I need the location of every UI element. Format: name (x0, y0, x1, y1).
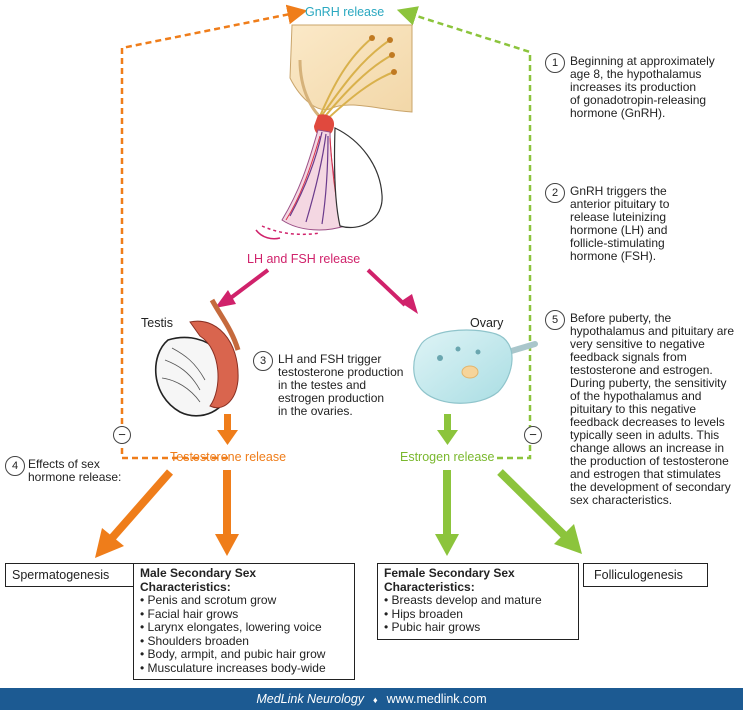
step-1-text: Beginning at approximately age 8, the hy… (570, 54, 715, 120)
list-item: Larynx elongates, lowering voice (140, 620, 348, 635)
step-2-text: GnRH triggers the anterior pituitary to … (570, 184, 670, 263)
testis-label: Testis (141, 316, 173, 330)
male-characteristics-list: Penis and scrotum grow Facial hair grows… (140, 593, 348, 676)
list-item: Shoulders broaden (140, 634, 348, 649)
male-box-title: Male Secondary Sex Characteristics: (140, 566, 257, 594)
estrogen-effect-arrows (443, 469, 568, 539)
folliculogenesis-box: Folliculogenesis (583, 563, 708, 587)
footer-url-link[interactable]: www.medlink.com (386, 692, 487, 706)
list-item: Facial hair grows (140, 607, 348, 622)
female-characteristics-box: Female Secondary Sex Characteristics: Br… (377, 563, 579, 640)
negative-feedback-minus-left: − (113, 426, 131, 444)
testosterone-effect-arrows (108, 469, 231, 541)
lh-fsh-arrows (226, 268, 407, 307)
footer-bar: MedLink Neurology ♦ www.medlink.com (0, 688, 743, 710)
footer-brand: MedLink Neurology (256, 692, 365, 706)
list-item: Body, armpit, and pubic hair grow (140, 647, 348, 662)
orange-feedback-loop (120, 4, 308, 460)
list-item: Musculature increases body-wide (140, 661, 348, 676)
step-3-text: LH and FSH trigger testosterone producti… (278, 352, 404, 418)
male-characteristics-box: Male Secondary Sex Characteristics: Peni… (133, 563, 355, 680)
estrogen-release-label: Estrogen release (400, 450, 495, 464)
endocrine-diagram (95, 4, 582, 558)
gnrh-release-label: GnRH release (305, 5, 385, 19)
female-characteristics-list: Breasts develop and mature Hips broaden … (384, 593, 572, 635)
list-item: Hips broaden (384, 607, 572, 622)
list-item: Pubic hair grows (384, 620, 572, 635)
footer-separator: ♦ (373, 695, 378, 705)
negative-feedback-minus-right: − (524, 426, 542, 444)
ovary-illustration (413, 329, 538, 404)
green-feedback-loop (396, 6, 532, 460)
ovary-label: Ovary (470, 316, 504, 330)
step-5-number: 5 (545, 310, 565, 330)
step-3-number: 3 (253, 351, 273, 371)
female-box-title: Female Secondary Sex Characteristics: (384, 566, 515, 594)
spermatogenesis-box: Spermatogenesis (5, 563, 135, 587)
lh-fsh-release-label: LH and FSH release (247, 252, 361, 266)
hypothalamus-pituitary-illustration (255, 24, 413, 240)
list-item: Penis and scrotum grow (140, 593, 348, 608)
step-4-number: 4 (5, 456, 25, 476)
step-5-text: Before puberty, the hypothalamus and pit… (570, 311, 735, 507)
step-4-text: Effects of sex hormone release: (28, 457, 122, 484)
step-2-number: 2 (545, 183, 565, 203)
testosterone-release-label: Testosterone release (170, 450, 287, 464)
list-item: Breasts develop and mature (384, 593, 572, 608)
testis-illustration (155, 298, 241, 417)
step-1-number: 1 (545, 53, 565, 73)
